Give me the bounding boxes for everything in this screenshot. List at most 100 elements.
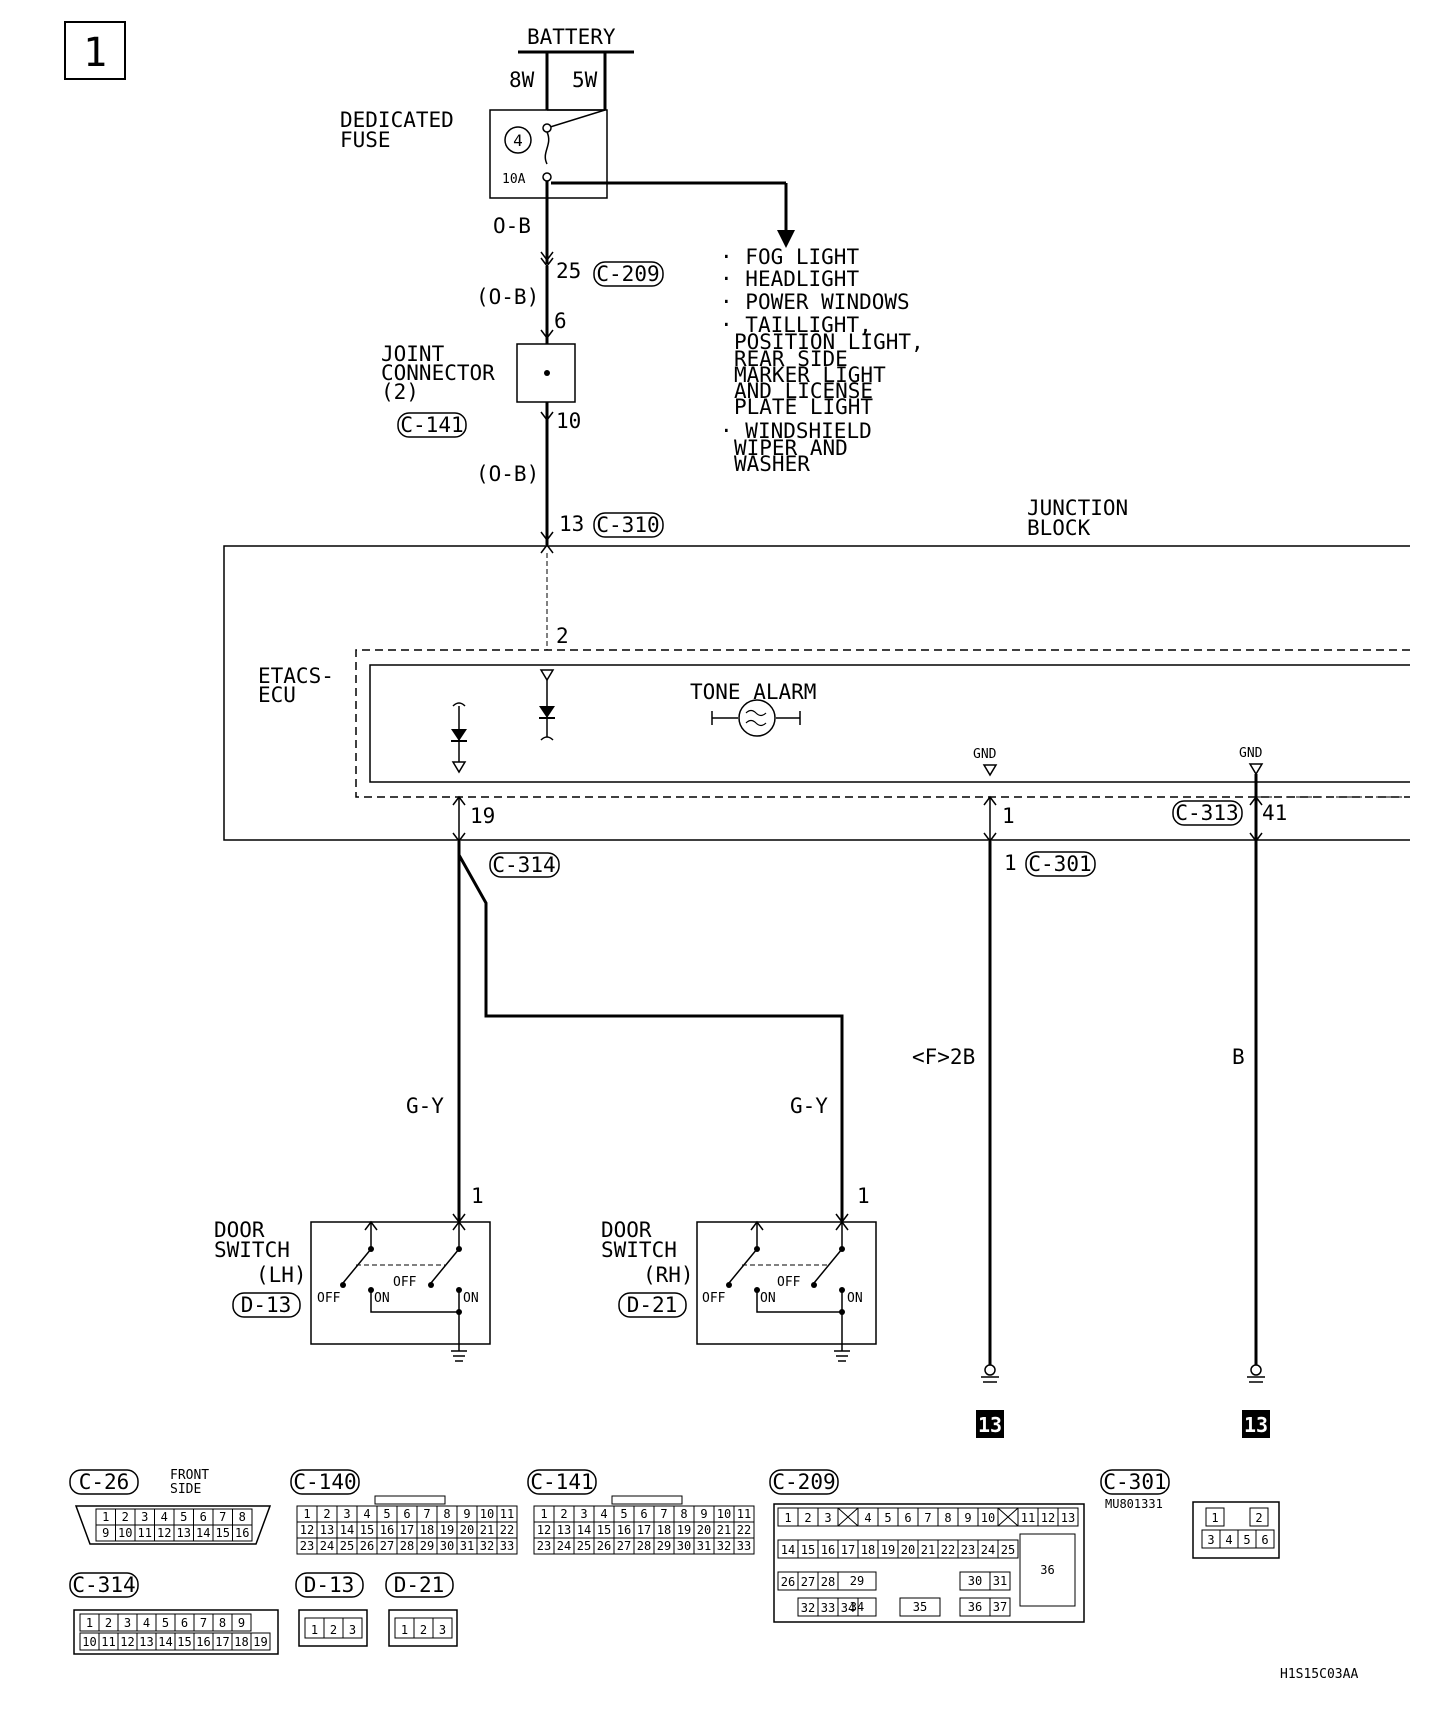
c209-cell: [837, 1571, 877, 1591]
c209-pin: 25: [1001, 1543, 1015, 1557]
view-c141-label: C-141: [530, 1470, 593, 1494]
c141-pin: 31: [697, 1539, 711, 1553]
c209-cell: [899, 1597, 941, 1617]
c26-pin: 9: [102, 1526, 109, 1540]
branch-item-3: · POWER WINDOWS: [720, 290, 910, 314]
c209-pin: 31: [993, 1574, 1007, 1588]
c140-pin: 23: [300, 1539, 314, 1553]
c26-pin: 15: [216, 1526, 230, 1540]
fuse-label-2: FUSE: [340, 128, 391, 152]
d13-pin: 2: [330, 1623, 337, 1637]
door-lh-on2: ON: [463, 1291, 479, 1306]
c26-pin: 6: [200, 1510, 207, 1524]
c26-pin: 1: [102, 1510, 109, 1524]
battery-label: BATTERY: [527, 25, 616, 49]
d21-cell: [432, 1617, 453, 1639]
c301-pin: 4: [1225, 1533, 1232, 1547]
tone-alarm-symbol: [711, 699, 801, 737]
view-c301-label: C-301: [1103, 1470, 1166, 1494]
c140-pin: 11: [500, 1507, 514, 1521]
pin-joint-in: 6: [554, 309, 567, 333]
c141-pin: 22: [737, 1523, 751, 1537]
c141-pin: 10: [717, 1507, 731, 1521]
branch-item-11: WIPER AND: [734, 436, 848, 460]
ground-point-1: 13: [976, 1364, 1004, 1438]
c301-pin: 1: [1211, 1511, 1218, 1525]
c209-pin: 9: [964, 1511, 971, 1525]
battery-wire-left: 8W: [509, 68, 535, 92]
connector-d21-tag: D-21: [627, 1293, 678, 1317]
c209-cell: [989, 1597, 1011, 1617]
c26-pin: 3: [141, 1510, 148, 1524]
c26-pin: 8: [239, 1510, 246, 1524]
c141-pin: 7: [660, 1507, 667, 1521]
c314-pin: 2: [105, 1616, 112, 1630]
wire-to-joint: (O-B): [476, 285, 539, 309]
c314-pin: 12: [120, 1635, 134, 1649]
view-c301-part: MU801331: [1105, 1497, 1163, 1511]
branch-list: · FOG LIGHT · HEADLIGHT · POWER WINDOWS …: [720, 245, 924, 476]
pin-c314: 19: [470, 804, 495, 828]
c314-pin: 18: [234, 1635, 248, 1649]
joint-label-1: JOINT: [381, 342, 445, 366]
c141-pin: 15: [597, 1523, 611, 1537]
door-lh-on1: ON: [374, 1291, 390, 1306]
c141-pin: 19: [677, 1523, 691, 1537]
c301-pin: 3: [1207, 1533, 1214, 1547]
c141-pin: 11: [737, 1507, 751, 1521]
c209-pin: 15: [801, 1543, 815, 1557]
d21-pin: 1: [401, 1623, 408, 1637]
c209-pin: 5: [884, 1511, 891, 1525]
c26-pin: 12: [157, 1526, 171, 1540]
c301-cell: [1255, 1529, 1275, 1549]
pin-joint-out: 10: [556, 409, 581, 433]
c141-pin: 29: [657, 1539, 671, 1553]
c140-pin: 19: [440, 1523, 454, 1537]
c209-pin: 20: [901, 1543, 915, 1557]
battery-wire-right: 5W: [572, 68, 598, 92]
etacs-ecu: ETACS- ECU TONE ALARM GND GND: [258, 649, 1410, 798]
pin-c310: 13: [559, 512, 584, 536]
branch-item-6: REAR SIDE: [734, 347, 848, 371]
wire-door-rh: G-Y: [790, 1094, 828, 1118]
c141-pin: 26: [597, 1539, 611, 1553]
c26-pin: 2: [122, 1510, 129, 1524]
c209-cell: [997, 1539, 1019, 1559]
c209-pin: 10: [981, 1511, 995, 1525]
c141-pin: 2: [560, 1507, 567, 1521]
c209-pin: 27: [801, 1575, 815, 1589]
pin-door-lh: 1: [471, 1184, 484, 1208]
c141-pin: 6: [640, 1507, 647, 1521]
c140-pin: 6: [403, 1507, 410, 1521]
c140-pin: 29: [420, 1539, 434, 1553]
c209-blank-mark: [997, 1507, 1019, 1527]
c314-pin: 16: [196, 1635, 210, 1649]
c209-pin: 17: [841, 1543, 855, 1557]
page-number-box: 1: [64, 21, 126, 80]
branch-item-9: PLATE LIGHT: [734, 395, 873, 419]
door-lh-label-2: SWITCH: [214, 1238, 290, 1262]
c140-cell: [496, 1537, 518, 1555]
c140-pin: 33: [500, 1539, 514, 1553]
d21-pin: 2: [420, 1623, 427, 1637]
c314-cell: [231, 1613, 252, 1632]
c140-pin: 16: [380, 1523, 394, 1537]
c209-pin: 3: [824, 1511, 831, 1525]
joint-label-3: (2): [381, 380, 419, 404]
c209-pin: 26: [781, 1575, 795, 1589]
c314-pin: 5: [162, 1616, 169, 1630]
c209-pin: 19: [881, 1543, 895, 1557]
junction-label-2: BLOCK: [1027, 516, 1091, 540]
c140-pin: 7: [423, 1507, 430, 1521]
wire-gnd2: B: [1232, 1045, 1245, 1069]
branch-item-12: WASHER: [734, 452, 810, 476]
c301-cell: [1249, 1507, 1269, 1527]
c140-pin: 20: [460, 1523, 474, 1537]
c314-pin: 9: [238, 1616, 245, 1630]
ground-ref-1: 13: [978, 1413, 1002, 1437]
door-rh-on1: ON: [760, 1291, 776, 1306]
